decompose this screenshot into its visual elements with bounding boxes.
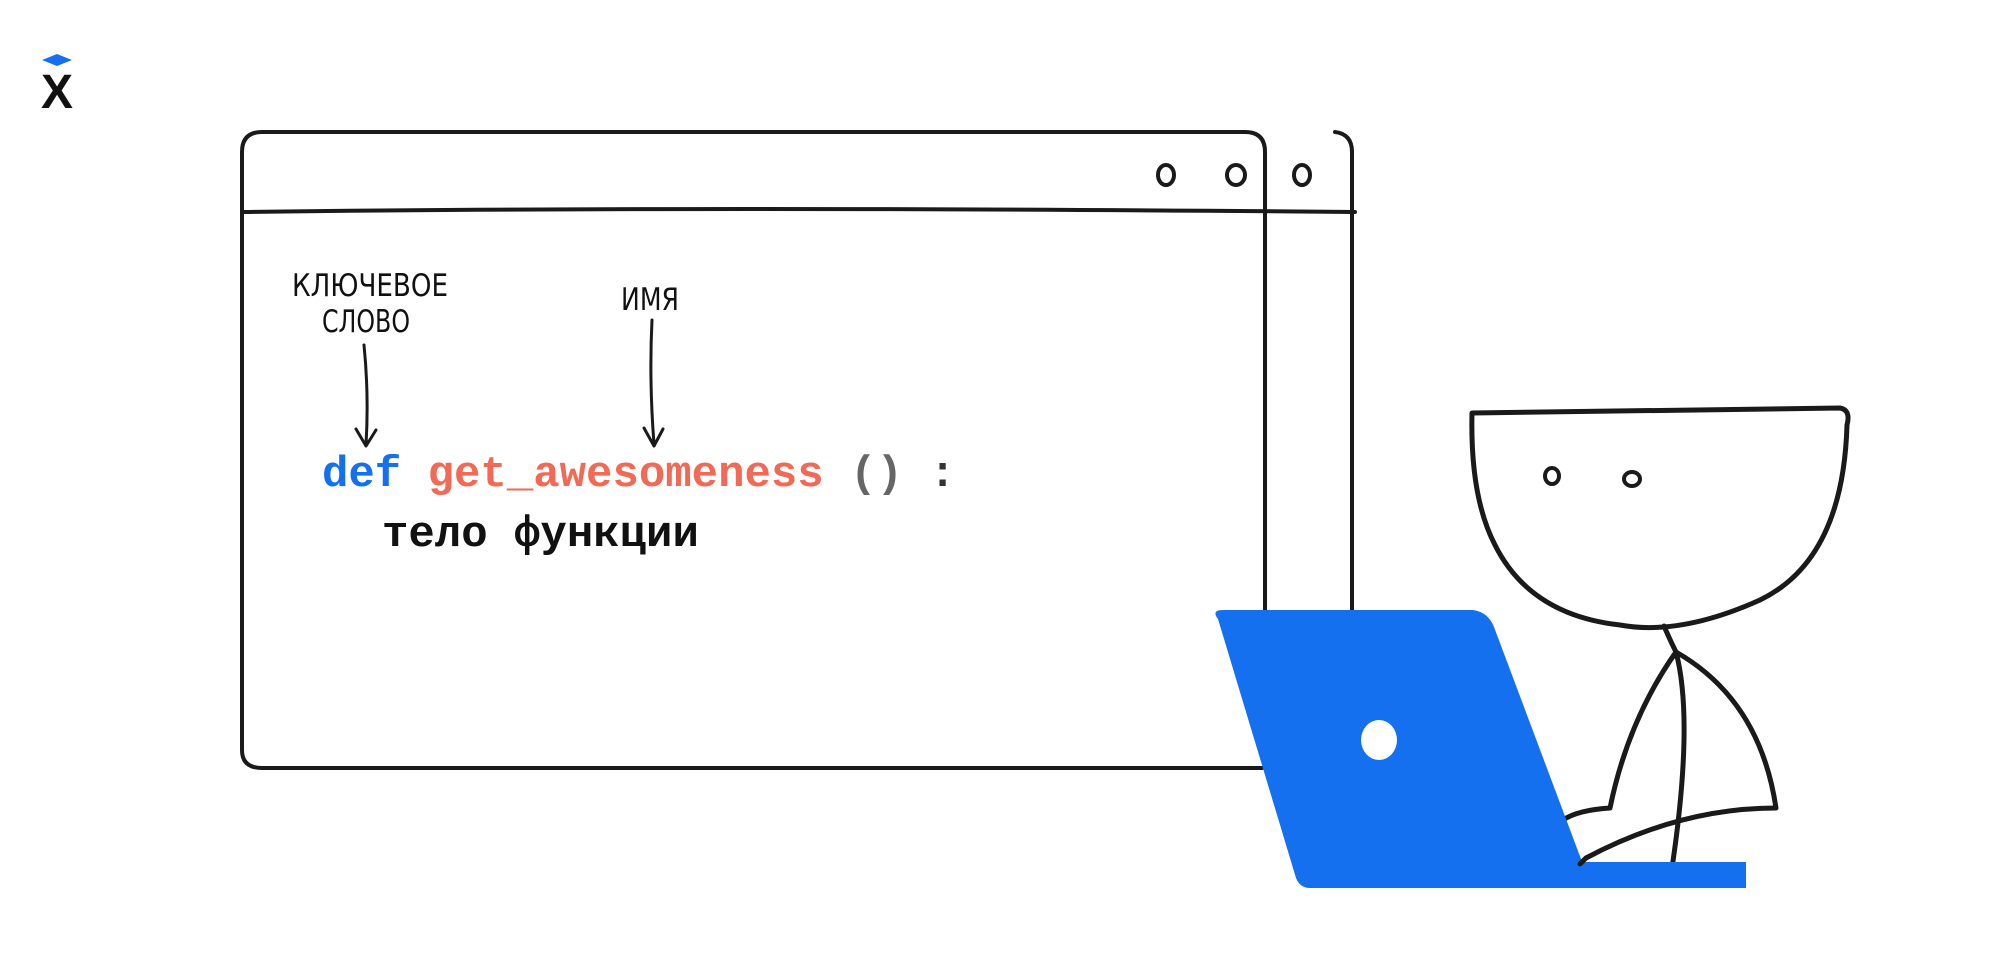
character-arm-left (1560, 649, 1679, 823)
character-eye-right (1622, 470, 1642, 488)
keyword-label-line-1: КЛЮЧЕВОЕ (292, 268, 448, 304)
character (1469, 405, 1851, 871)
keyword-arrow (354, 343, 378, 448)
character-foreground (1577, 855, 1589, 867)
code-function-name: get_awesomeness (428, 450, 824, 500)
window-dot-1 (1156, 163, 1176, 187)
code-block: def get_awesomeness () : тело функции (322, 450, 956, 560)
keyword-annotation: КЛЮЧЕВОЕ СЛОВО (292, 268, 448, 448)
code-window-titlebar-divider (241, 207, 1357, 214)
keyword-label-line-2: СЛОВО (322, 304, 410, 340)
code-window (240, 130, 1357, 770)
window-dot-3 (1292, 163, 1312, 187)
code-parens: () (850, 450, 903, 500)
code-keyword: def (322, 450, 401, 500)
name-label: ИМЯ (621, 282, 679, 318)
code-function-body: тело функции (382, 510, 699, 560)
laptop-screen (1215, 610, 1587, 888)
character-head (1469, 405, 1851, 631)
logo-accent-diamond (42, 54, 72, 66)
name-annotation: ИМЯ (621, 282, 679, 448)
character-body (1669, 649, 1687, 871)
laptop-logo-dot (1361, 720, 1397, 760)
laptop (1215, 610, 1746, 888)
character-eye-left (1543, 466, 1561, 486)
brand-logo: X (41, 54, 73, 119)
code-line-def: def get_awesomeness () : (322, 450, 956, 500)
window-dot-2 (1225, 163, 1247, 187)
character-neck (1661, 623, 1679, 655)
name-arrow (642, 318, 665, 448)
character-hand-left (1577, 855, 1589, 867)
code-window-frame (240, 130, 1267, 770)
laptop-base (1570, 862, 1746, 888)
character-arm-right (1583, 649, 1779, 861)
code-window-right-edge (1333, 130, 1354, 614)
code-colon: : (929, 450, 955, 500)
logo-letter: X (41, 66, 73, 119)
